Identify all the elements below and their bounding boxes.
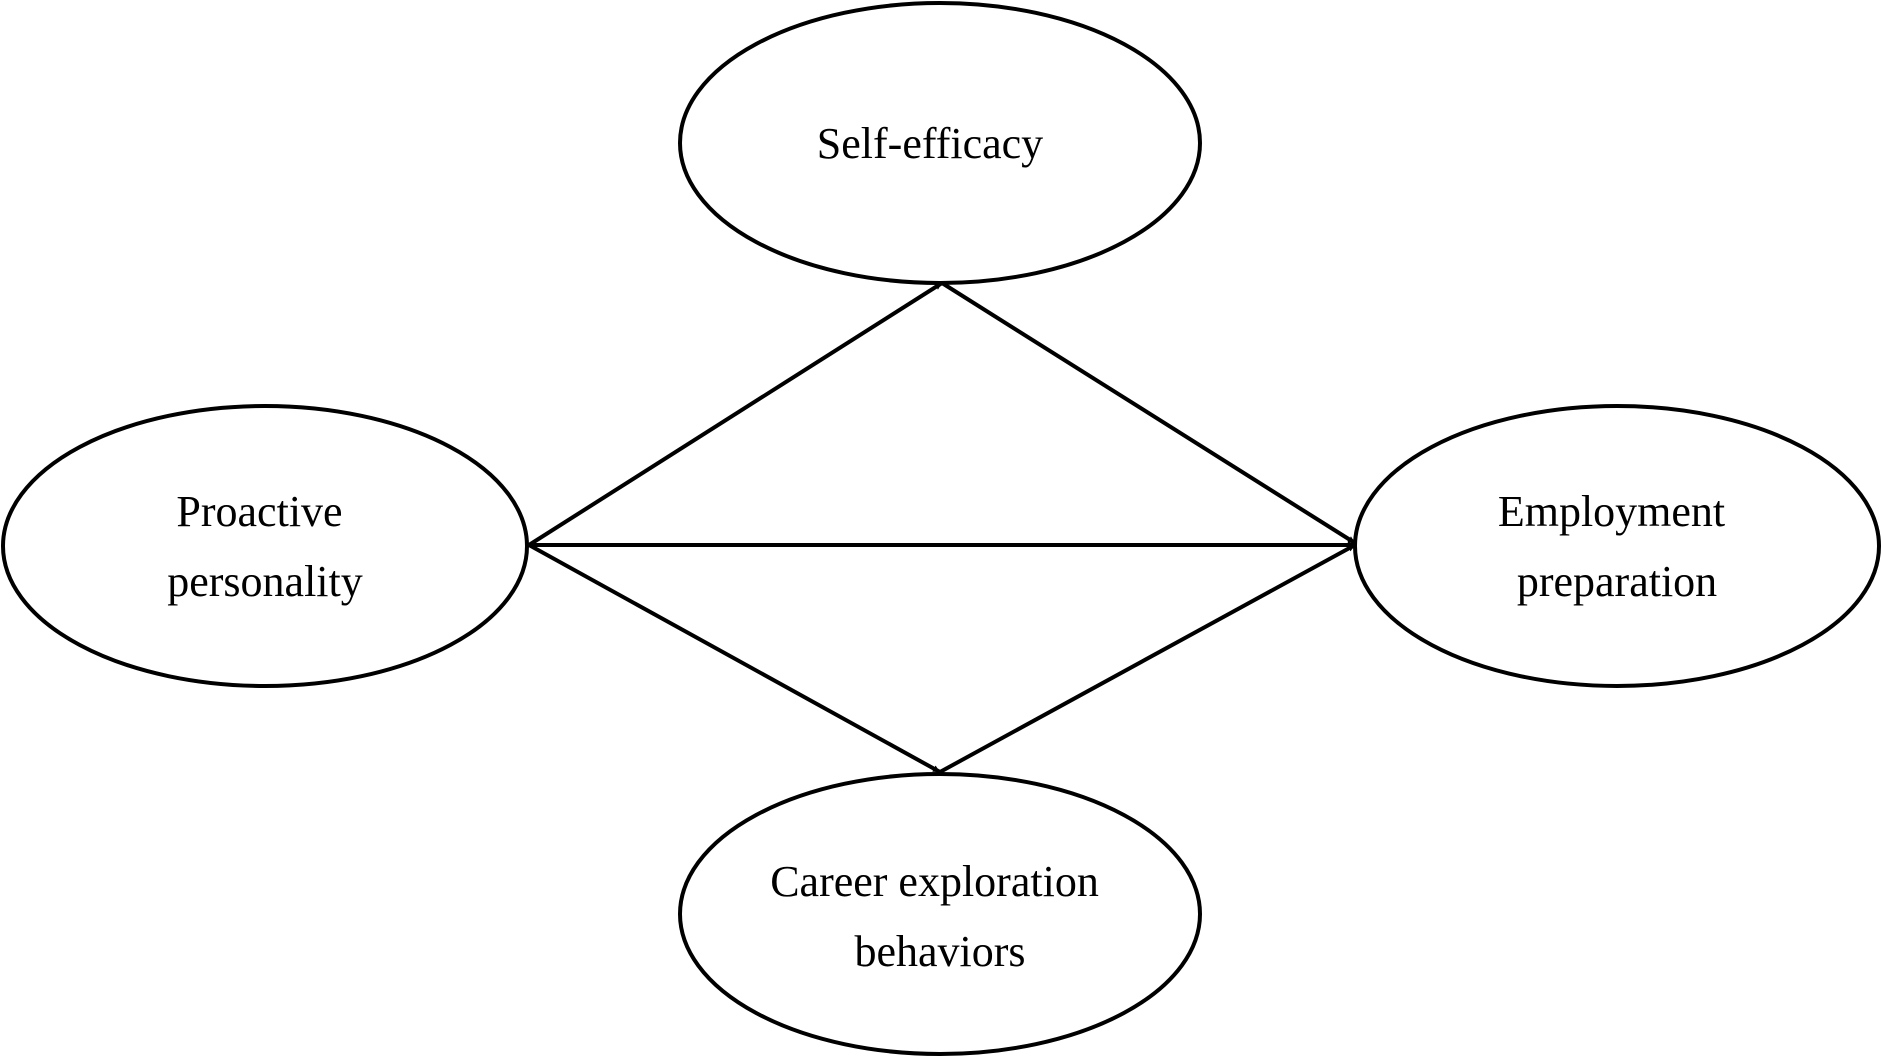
node-career-exploration: Career exploration behaviors — [678, 772, 1202, 1056]
node-proactive-personality: Proactive personality — [1, 404, 529, 688]
node-proactive-personality-label: Proactive personality — [167, 487, 363, 606]
edge-self-efficacy-to-employment — [940, 281, 1357, 545]
node-self-efficacy-line-1: Self-efficacy — [817, 119, 1043, 168]
node-self-efficacy-ellipse — [678, 1, 1202, 285]
node-employment-preparation: Employment preparation — [1353, 404, 1881, 688]
edge-proactive-to-self-efficacy — [527, 281, 944, 547]
node-proactive-personality-line-2: personality — [167, 557, 363, 606]
node-proactive-personality-line-1: Proactive — [176, 487, 342, 536]
node-employment-preparation-line-1: Employment — [1498, 487, 1725, 536]
node-employment-preparation-ellipse — [1353, 404, 1881, 688]
node-self-efficacy: Self-efficacy — [678, 1, 1202, 285]
node-career-exploration-ellipse — [678, 772, 1202, 1056]
edge-proactive-to-career — [528, 543, 941, 774]
node-career-exploration-line-1: Career exploration — [770, 857, 1099, 906]
node-employment-preparation-label: Employment preparation — [1498, 487, 1736, 606]
edge-career-to-employment — [939, 543, 1356, 774]
edges — [527, 281, 1357, 774]
node-self-efficacy-label: Self-efficacy — [817, 119, 1043, 168]
node-employment-preparation-line-2: preparation — [1517, 557, 1717, 606]
node-career-exploration-label: Career exploration behaviors — [770, 857, 1110, 976]
node-proactive-personality-ellipse — [1, 404, 529, 688]
node-career-exploration-line-2: behaviors — [854, 927, 1025, 976]
